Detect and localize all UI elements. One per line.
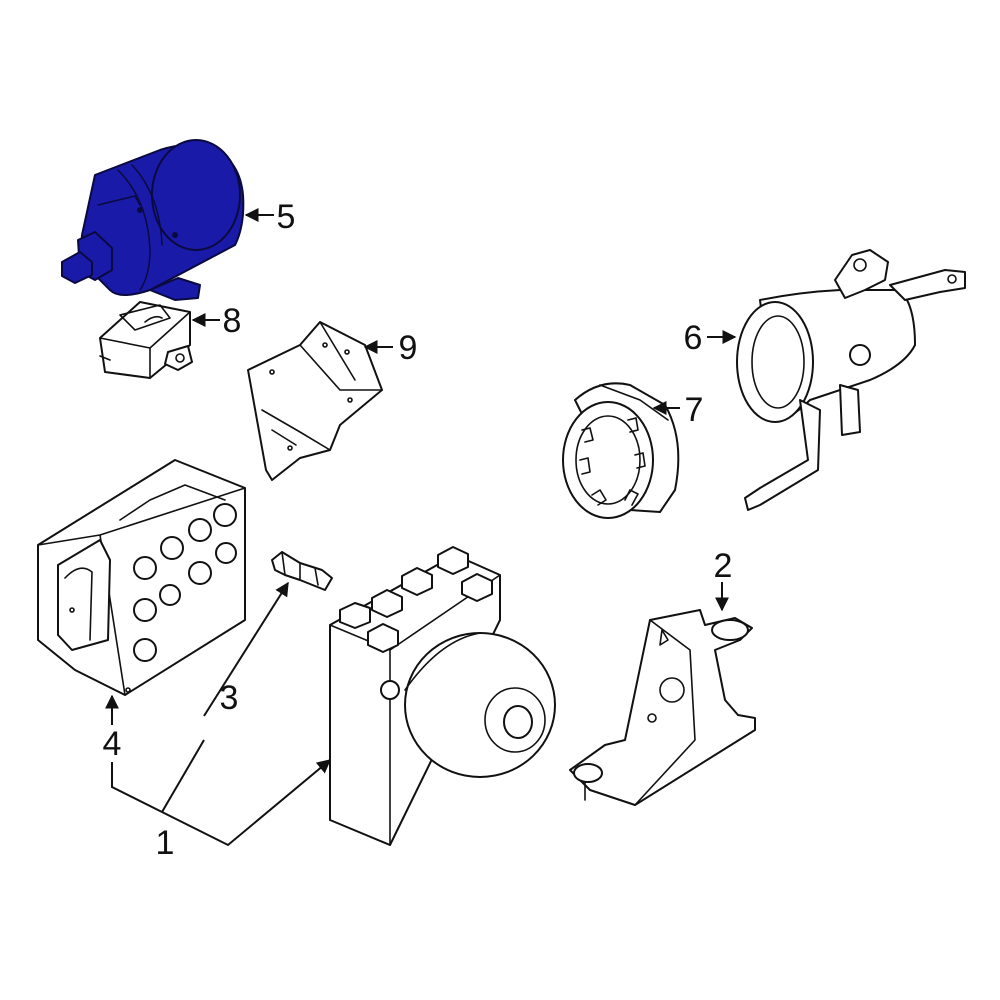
callout-2: 2 xyxy=(714,547,733,585)
callout-8: 8 xyxy=(223,302,242,340)
part-3-switch[interactable] xyxy=(271,551,333,591)
callout-7: 7 xyxy=(685,391,704,429)
part-8-sensor[interactable] xyxy=(99,301,193,379)
leader-1c xyxy=(161,759,332,847)
part-1-hydraulic-unit[interactable] xyxy=(329,546,556,846)
part-6-mount-bracket[interactable] xyxy=(736,249,966,511)
port-bolts xyxy=(339,546,493,653)
leader-1a xyxy=(111,762,163,813)
part-5-motor[interactable] xyxy=(61,139,245,301)
leader-1b xyxy=(161,739,205,813)
leader-3 xyxy=(203,581,289,717)
leader-lines xyxy=(105,208,737,847)
callout-9: 9 xyxy=(399,329,418,367)
callout-3: 3 xyxy=(220,679,239,717)
callout-5: 5 xyxy=(277,198,296,236)
part-4-control-module[interactable] xyxy=(37,459,246,696)
part-7-gear-ring[interactable] xyxy=(562,382,680,519)
part-2-lower-bracket[interactable] xyxy=(569,609,756,806)
callout-4: 4 xyxy=(103,725,122,763)
part-9-bracket[interactable] xyxy=(247,321,383,481)
callout-1: 1 xyxy=(156,824,175,862)
callout-6: 6 xyxy=(684,319,703,357)
